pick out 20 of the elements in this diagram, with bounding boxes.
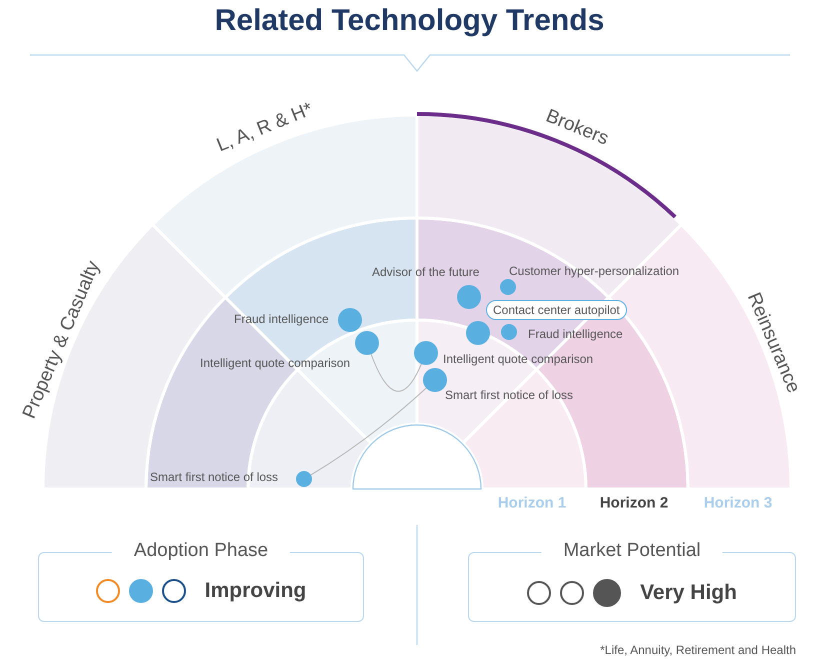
connector-line [370, 354, 422, 392]
horizon-label: Horizon 3 [704, 494, 772, 512]
trend-label: Intelligent quote comparison [443, 352, 594, 366]
connector-line [310, 388, 427, 476]
trend-label: Smart first notice of loss [445, 388, 574, 402]
panel-heading: Adoption Phase [112, 540, 290, 562]
trend-label: Smart first notice of loss [150, 470, 278, 484]
trend-label: Advisor of the future [372, 265, 480, 279]
trend-label: Customer hyper-personalization [509, 264, 680, 278]
legend-value: Very High [640, 581, 737, 605]
trend-label: Intelligent quote comparison [200, 356, 350, 370]
legend-value: Improving [204, 579, 306, 603]
horizon-label: Horizon 2 [600, 494, 668, 512]
highlighted-trend-label: Contact center autopilot [486, 300, 627, 320]
segment-label: L, A, R & H* [214, 98, 316, 158]
footnote: *Life, Annuity, Retirement and Health [600, 643, 796, 657]
horizon-label: Horizon 1 [498, 494, 566, 512]
trend-label: Fraud intelligence [234, 312, 329, 326]
title: Related Technology Trends [214, 4, 606, 38]
trend-label: Fraud intelligence [528, 327, 623, 341]
